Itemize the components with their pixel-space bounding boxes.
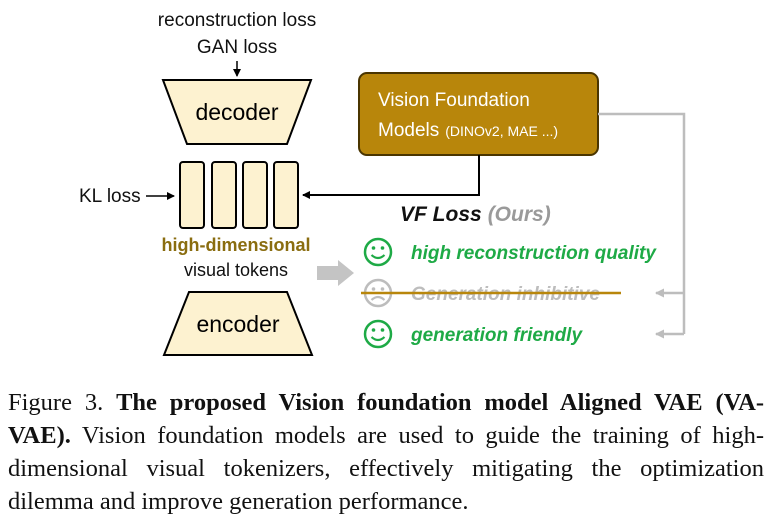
- decoder-shape: [161, 79, 313, 145]
- vfm-box: [358, 72, 599, 156]
- visual-tokens-label: visual tokens: [184, 260, 288, 280]
- vf-loss-title: VF Loss(Ours): [400, 203, 551, 226]
- gan-loss-label: GAN loss: [197, 37, 277, 58]
- figure-caption: Figure 3. The proposed Vision foundation…: [8, 386, 764, 518]
- caption-label: Figure 3.: [8, 389, 104, 416]
- vfm-title-line2: Models(DINOv2, MAE ...): [378, 120, 558, 141]
- encoder-shape: [162, 291, 314, 356]
- encoder-label: encoder: [196, 311, 279, 337]
- kl-loss-label: KL loss: [79, 186, 141, 207]
- outcome-generation-inhibitive: Generation inhibitive: [411, 284, 600, 305]
- caption-title: The proposed Vision foundation model Ali…: [8, 389, 764, 449]
- happy-face-icon: [363, 237, 393, 267]
- vfm-to-tokens-arrow: [302, 155, 480, 199]
- reconstruction-loss-label: reconstruction loss: [158, 10, 316, 31]
- token-bar: [242, 161, 268, 229]
- happy-face-icon: [363, 319, 393, 349]
- vfm-title-line1: Vision Foundation: [378, 90, 530, 111]
- token-bar: [211, 161, 237, 229]
- high-dimensional-label: high-dimensional: [161, 235, 310, 255]
- vfm-feedback-line: [598, 112, 686, 334]
- outcome-high-reconstruction: high reconstruction quality: [411, 243, 657, 264]
- caption-body: Vision foundation models are used to gui…: [8, 422, 765, 515]
- outcome-generation-friendly: generation friendly: [410, 325, 583, 346]
- token-bar: [179, 161, 205, 229]
- gray-block-arrow: [317, 260, 354, 286]
- decoder-label: decoder: [195, 99, 278, 125]
- token-bar: [273, 161, 299, 229]
